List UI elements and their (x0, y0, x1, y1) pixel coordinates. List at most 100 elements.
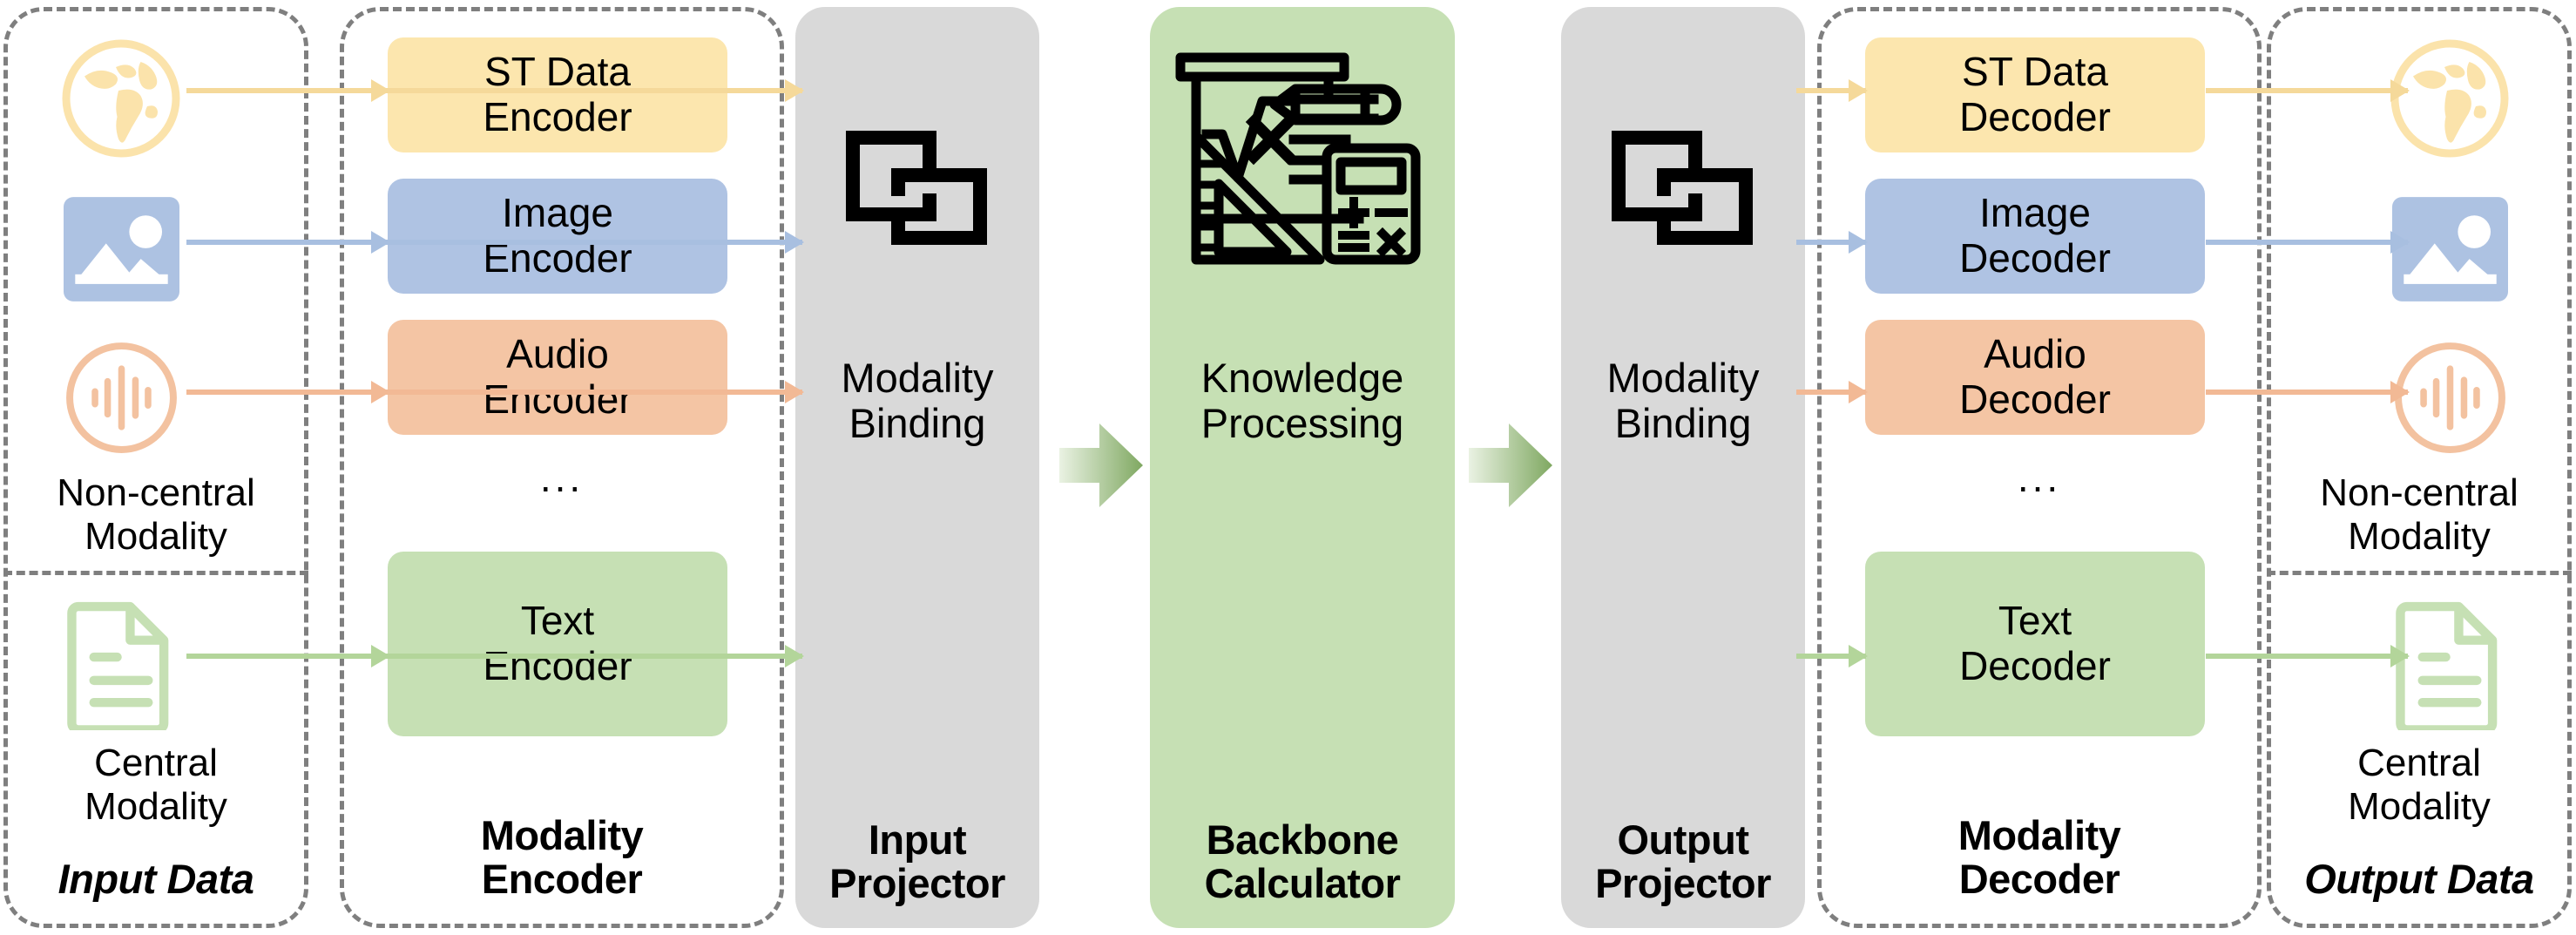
decoder-audio-line2: Decoder (1959, 376, 2111, 422)
input-projector-icon-wrap (795, 120, 1039, 255)
decoder-audio-line1: Audio (1984, 331, 2086, 377)
backbone-label-line1: Knowledge (1200, 355, 1404, 401)
decoder-text-line2: Decoder (1959, 643, 2111, 688)
connector-audio-to-audio-encoder (186, 381, 390, 403)
decoder-image-line2: Decoder (1959, 235, 2111, 281)
decoder-st-data-line2: Decoder (1959, 94, 2111, 139)
output-data-divider (2267, 571, 2572, 575)
encoder-st-data-line1: ST Data (484, 49, 631, 95)
encoder-box-text[interactable]: Text Encoder (388, 552, 727, 736)
decoder-st-data-line1: ST Data (1962, 49, 2108, 95)
modality-encoder-caption-line1: Modality (480, 812, 644, 859)
modality-encoder-caption-line2: Encoder (481, 856, 643, 903)
image-icon-2 (2391, 196, 2508, 302)
input-projector-label-line2: Binding (849, 399, 986, 446)
connector-st-decoder-to-globe (2206, 79, 2410, 102)
decoder-text-line1: Text (1998, 598, 2072, 644)
modality-decoder-caption: Modality Decoder (1822, 814, 2257, 901)
backbone-icon-wrap (1150, 31, 1455, 284)
document-icon-2 (2396, 601, 2498, 730)
connector-output-projector-to-image-decoder (1796, 231, 1868, 254)
encoder-box-st-data[interactable]: ST Data Encoder (388, 37, 727, 152)
encoder-text-line1: Text (520, 598, 595, 644)
panel-modality-encoder: ST Data Encoder Image Encoder Audio Enco… (340, 7, 784, 928)
flow-arrow-input-to-backbone (1059, 422, 1143, 509)
output-projector-caption-line1: Output (1617, 816, 1750, 864)
block-arrow-right-icon (1059, 423, 1143, 507)
connector-st-encoder-to-input-projector (380, 79, 804, 102)
encoder-box-image[interactable]: Image Encoder (388, 179, 727, 294)
input-projector-caption: Input Projector (795, 818, 1039, 905)
decoder-box-text[interactable]: Text Decoder (1865, 552, 2205, 736)
input-data-divider (3, 571, 308, 575)
modality-binding-icon-2 (1612, 131, 1753, 245)
connector-image-encoder-to-input-projector (380, 231, 804, 254)
connector-output-projector-to-audio-decoder (1796, 381, 1868, 403)
input-document-icon-cell (51, 597, 191, 732)
connector-document-to-text-encoder (186, 645, 390, 667)
output-projector-label-line1: Modality (1606, 355, 1760, 401)
output-noncentral-label-line2: Modality (2348, 515, 2491, 558)
backbone-label: Knowledge Processing (1150, 356, 1455, 445)
input-projector-caption-line2: Projector (829, 860, 1005, 907)
decoder-box-image[interactable]: Image Decoder (1865, 179, 2205, 294)
output-image-icon-cell (2380, 190, 2519, 308)
input-data-caption: Input Data (57, 856, 254, 903)
decoder-box-st-data[interactable]: ST Data Decoder (1865, 37, 2205, 152)
encoder-audio-line2: Encoder (483, 376, 632, 422)
connector-text-decoder-to-document (2206, 645, 2410, 667)
connector-output-projector-to-text-decoder (1796, 645, 1868, 667)
output-central-label-line1: Central (2357, 742, 2481, 784)
input-audio-icon-cell (51, 332, 191, 463)
decoder-box-audio[interactable]: Audio Decoder (1865, 320, 2205, 435)
input-projector-label: Modality Binding (795, 356, 1039, 445)
panel-modality-decoder: ST Data Decoder Image Decoder Audio Deco… (1817, 7, 2262, 928)
encoder-st-data-line2: Encoder (483, 94, 632, 139)
encoder-ellipsis: ... (539, 455, 585, 500)
connector-audio-encoder-to-input-projector (380, 381, 804, 403)
panel-backbone-calculator: Knowledge Processing Backbone Calculator (1150, 7, 1455, 928)
output-central-label-line2: Modality (2348, 785, 2491, 828)
decoder-ellipsis: ... (2017, 455, 2062, 500)
backbone-label-line2: Processing (1200, 399, 1404, 446)
connector-audio-decoder-to-audio (2206, 381, 2410, 403)
connector-text-encoder-to-input-projector (380, 645, 804, 667)
output-projector-icon-wrap (1561, 120, 1805, 255)
connector-globe-to-st-encoder (186, 79, 390, 102)
output-projector-caption: Output Projector (1561, 818, 1805, 905)
input-noncentral-label-line1: Non-central (57, 471, 255, 514)
output-projector-label-line2: Binding (1614, 399, 1752, 446)
globe-icon (62, 39, 180, 157)
panel-input-data: Non-central Modality Central Modality In… (3, 7, 308, 928)
modality-encoder-caption: Modality Encoder (344, 814, 780, 901)
backbone-caption: Backbone Calculator (1150, 818, 1455, 905)
input-projector-caption-line1: Input (868, 816, 967, 864)
input-central-label-line1: Central (94, 742, 218, 784)
encoder-image-line1: Image (502, 190, 613, 236)
modality-decoder-caption-line2: Decoder (1958, 856, 2120, 903)
output-projector-caption-line2: Projector (1595, 860, 1771, 907)
audio-waveform-icon (65, 342, 177, 453)
panel-input-projector: Modality Binding Input Projector (795, 7, 1039, 928)
backbone-caption-line2: Calculator (1204, 860, 1401, 907)
whiteboard-math-calculator-icon (1175, 52, 1421, 265)
output-noncentral-label-line1: Non-central (2320, 471, 2519, 514)
output-document-icon-cell (2380, 597, 2519, 732)
connector-output-projector-to-st-decoder (1796, 79, 1868, 102)
panel-output-data: Non-central Modality Central Modality Ou… (2267, 7, 2572, 928)
encoder-audio-line1: Audio (506, 331, 609, 377)
output-projector-label: Modality Binding (1561, 356, 1805, 445)
input-noncentral-label-line2: Modality (85, 515, 227, 558)
input-central-label-line2: Modality (85, 785, 227, 828)
output-data-caption: Output Data (2304, 856, 2534, 903)
encoder-text-line2: Encoder (483, 643, 632, 688)
modality-binding-icon (846, 131, 987, 245)
document-icon (67, 601, 169, 730)
decoder-image-line1: Image (1979, 190, 2091, 236)
input-image-icon-cell (51, 190, 191, 308)
panel-output-projector: Modality Binding Output Projector (1561, 7, 1805, 928)
modality-decoder-caption-line1: Modality (1957, 812, 2121, 859)
flow-arrow-backbone-to-output (1469, 422, 1552, 509)
connector-image-decoder-to-image (2206, 231, 2410, 254)
encoder-box-audio[interactable]: Audio Encoder (388, 320, 727, 435)
